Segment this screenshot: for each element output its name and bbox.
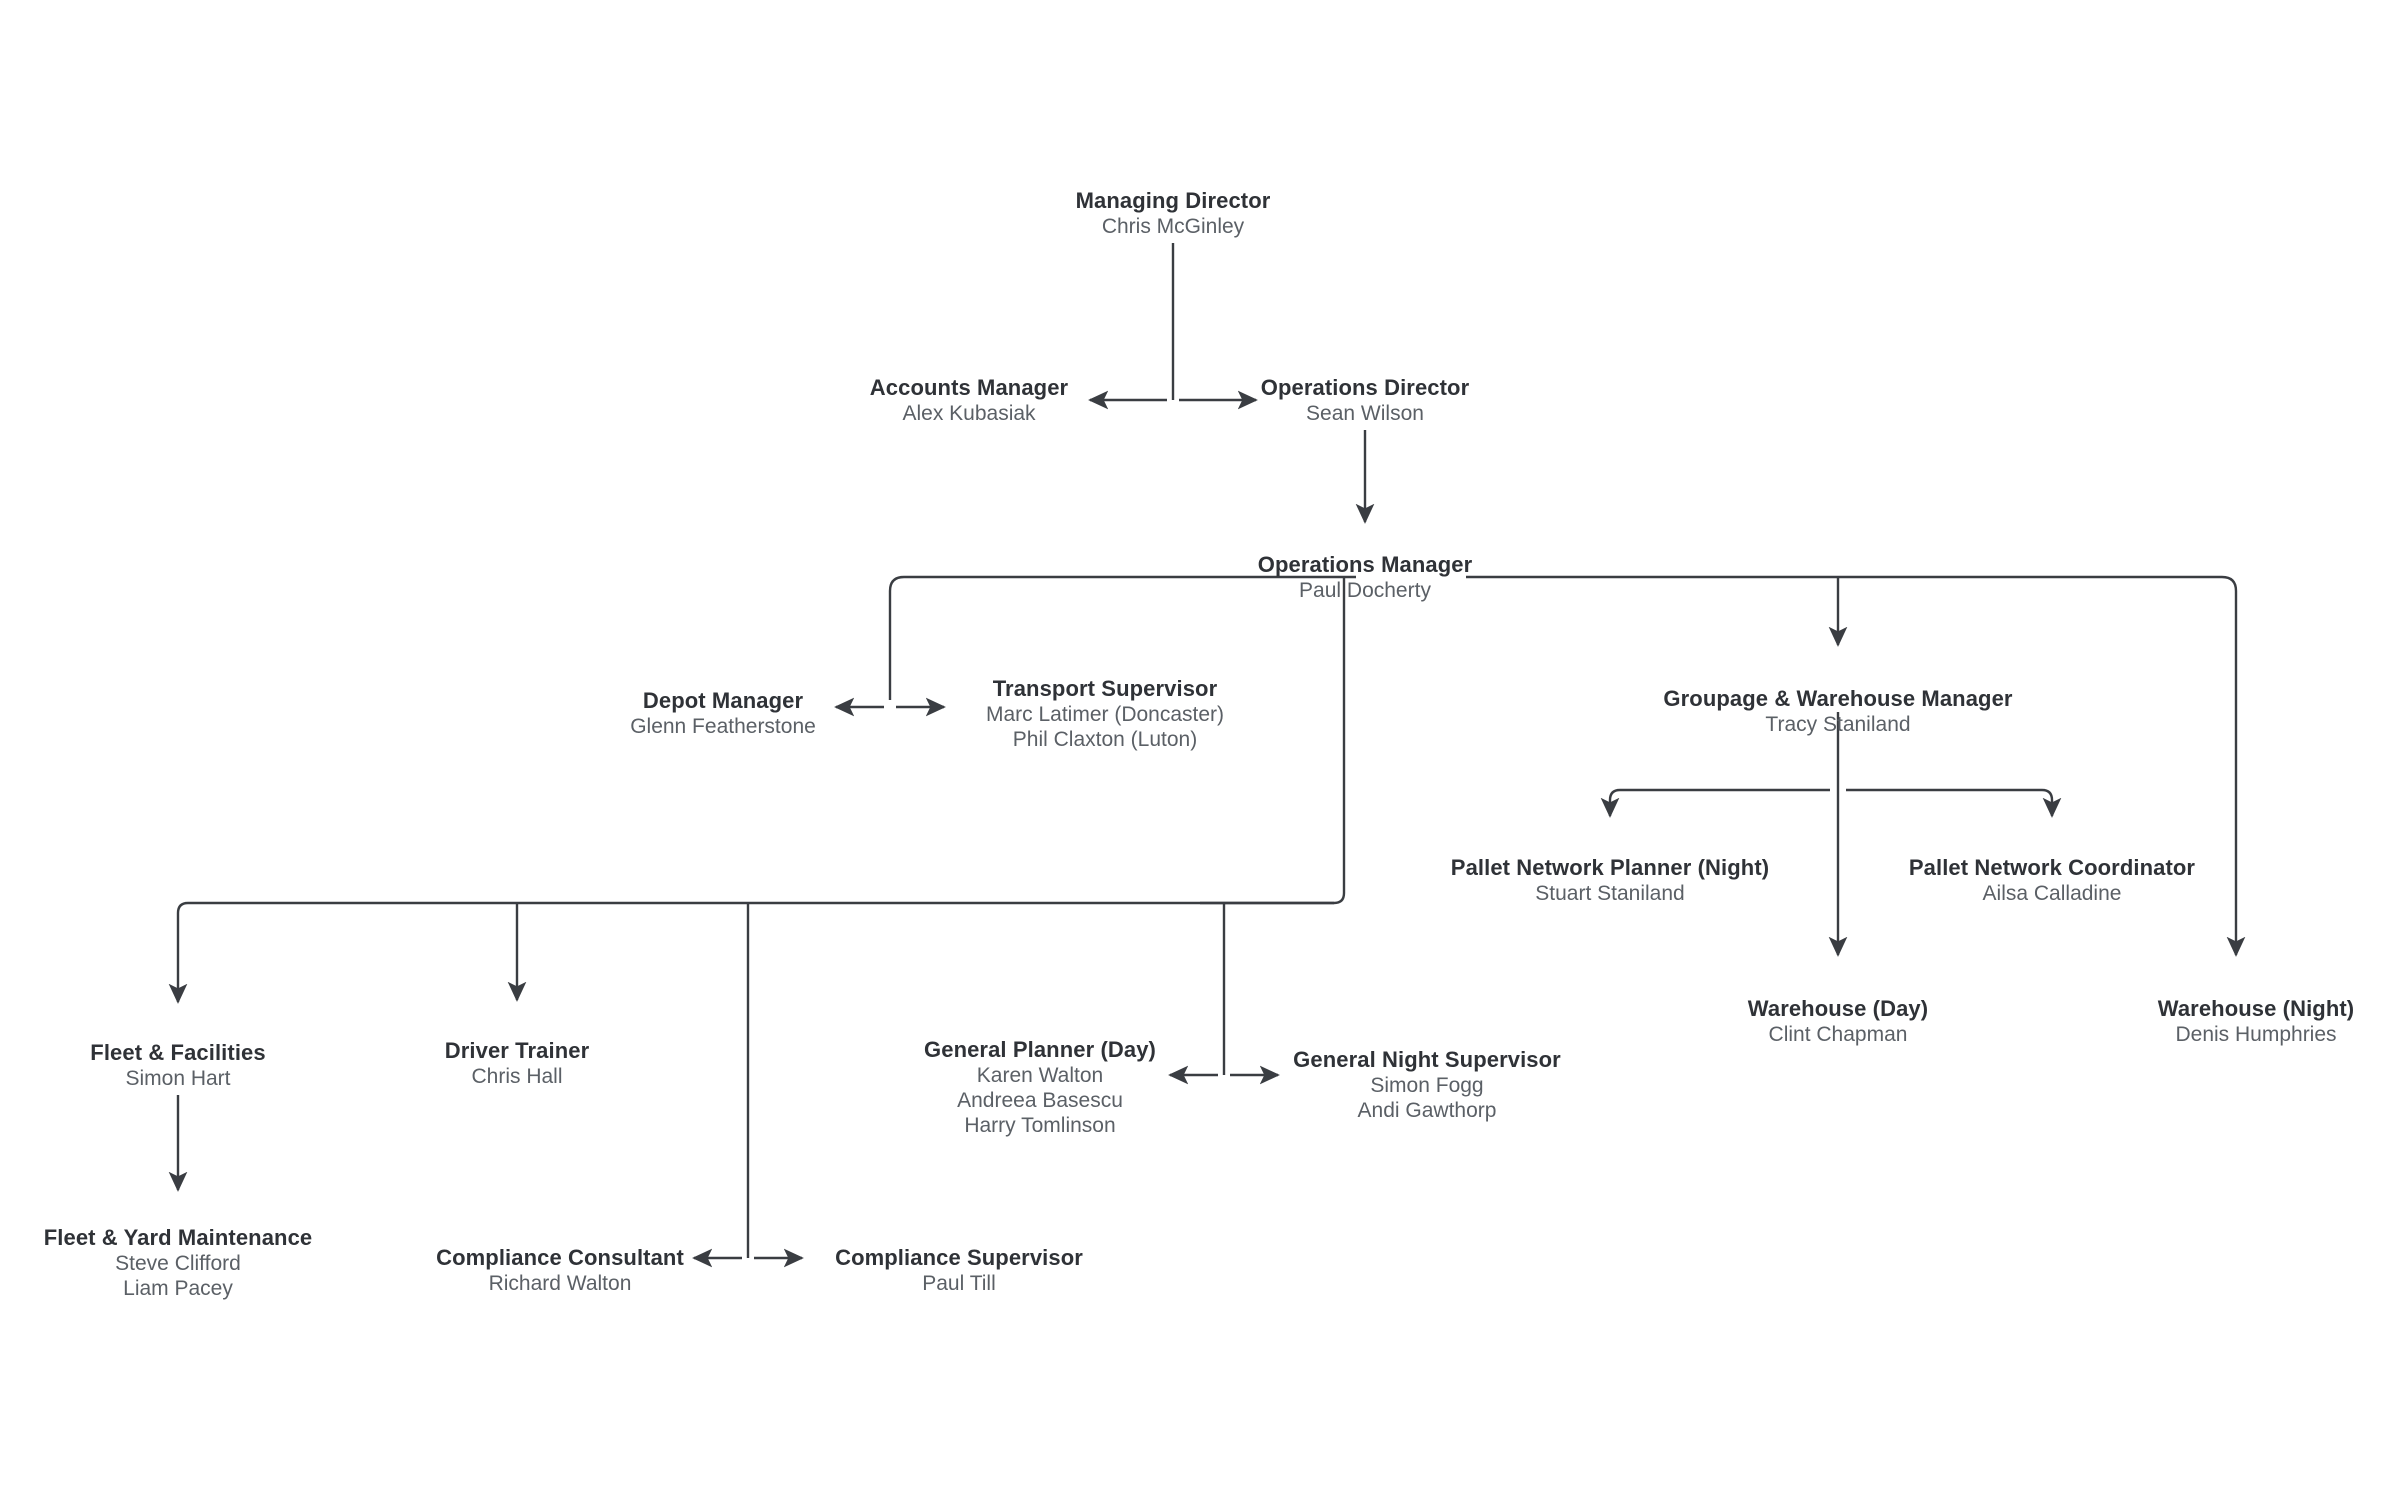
node-title: Groupage & Warehouse Manager <box>1663 686 2013 711</box>
node-managing-director[interactable]: Managing Director Chris McGinley <box>1076 188 1271 239</box>
node-title: General Night Supervisor <box>1293 1047 1561 1072</box>
lower-bus <box>168 901 1334 1004</box>
node-pallet-network-coordinator[interactable]: Pallet Network Coordinator Ailsa Calladi… <box>1909 855 2195 906</box>
node-person: Alex Kubasiak <box>902 402 1036 425</box>
node-person: Tracy Staniland <box>1765 713 1911 736</box>
node-person: Ailsa Calladine <box>1982 882 2122 905</box>
node-warehouse-night[interactable]: Warehouse (Night) Denis Humphries <box>2158 996 2354 1047</box>
node-person: Chris Hall <box>471 1065 563 1088</box>
node-accounts-manager[interactable]: Accounts Manager Alex Kubasiak <box>870 375 1068 426</box>
node-person: Paul Docherty <box>1299 579 1431 602</box>
node-driver-trainer[interactable]: Driver Trainer Chris Hall <box>445 1038 589 1089</box>
node-pallet-network-planner-night[interactable]: Pallet Network Planner (Night) Stuart St… <box>1451 855 1769 906</box>
node-person: Phil Claxton (Luton) <box>1012 728 1198 751</box>
node-title: Compliance Supervisor <box>835 1245 1083 1270</box>
node-title: Driver Trainer <box>444 1038 590 1063</box>
node-title: Warehouse (Day) <box>1747 996 1929 1021</box>
node-person: Richard Walton <box>488 1272 632 1295</box>
node-transport-supervisor[interactable]: Transport Supervisor Marc Latimer (Donca… <box>986 676 1224 752</box>
node-operations-manager[interactable]: Operations Manager Paul Docherty <box>1258 552 1473 603</box>
node-fleet-facilities[interactable]: Fleet & Facilities Simon Hart <box>90 1040 265 1091</box>
node-title: Operations Director <box>1260 375 1470 400</box>
node-title: Fleet & Yard Maintenance <box>43 1225 313 1250</box>
node-person: Glenn Featherstone <box>630 715 816 738</box>
node-operations-director[interactable]: Operations Director Sean Wilson <box>1261 375 1470 426</box>
node-person: Chris McGinley <box>1101 215 1245 238</box>
node-person: Steve Clifford <box>115 1252 241 1275</box>
node-person: Sean Wilson <box>1306 402 1424 425</box>
node-title: Warehouse (Night) <box>2157 996 2355 1021</box>
node-person: Paul Till <box>922 1272 996 1295</box>
node-title: Pallet Network Planner (Night) <box>1450 855 1770 880</box>
node-person: Liam Pacey <box>123 1277 233 1300</box>
node-person: Simon Hart <box>125 1067 231 1090</box>
node-title: Transport Supervisor <box>992 676 1218 701</box>
node-compliance-supervisor[interactable]: Compliance Supervisor Paul Till <box>835 1245 1083 1296</box>
node-title: Pallet Network Coordinator <box>1908 855 2196 880</box>
node-title: Fleet & Facilities <box>90 1040 266 1065</box>
node-person: Marc Latimer (Doncaster) <box>985 703 1225 726</box>
node-person: Karen Walton <box>976 1064 1104 1087</box>
node-title: Managing Director <box>1075 188 1271 213</box>
node-general-planner-day[interactable]: General Planner (Day) Karen Walton Andre… <box>924 1037 1156 1138</box>
node-person: Denis Humphries <box>2175 1023 2337 1046</box>
node-title: Accounts Manager <box>869 375 1069 400</box>
edge-groupage-bus-left <box>1600 788 1830 818</box>
node-title: Compliance Consultant <box>436 1245 684 1270</box>
node-fleet-yard-maintenance[interactable]: Fleet & Yard Maintenance Steve Clifford … <box>44 1225 313 1301</box>
node-title: Depot Manager <box>642 688 804 713</box>
node-title: General Planner (Day) <box>924 1037 1156 1062</box>
node-person: Andi Gawthorp <box>1357 1099 1497 1122</box>
node-person: Andreea Basescu <box>957 1089 1123 1112</box>
node-title: Operations Manager <box>1257 552 1473 577</box>
node-person: Stuart Staniland <box>1535 882 1685 905</box>
node-person: Harry Tomlinson <box>964 1114 1116 1137</box>
node-warehouse-day[interactable]: Warehouse (Day) Clint Chapman <box>1748 996 1928 1047</box>
node-compliance-consultant[interactable]: Compliance Consultant Richard Walton <box>436 1245 684 1296</box>
node-person: Simon Fogg <box>1370 1074 1484 1097</box>
node-groupage-warehouse-manager[interactable]: Groupage & Warehouse Manager Tracy Stani… <box>1663 686 2012 737</box>
node-general-night-supervisor[interactable]: General Night Supervisor Simon Fogg Andi… <box>1293 1047 1561 1123</box>
node-person: Clint Chapman <box>1768 1023 1908 1046</box>
node-depot-manager[interactable]: Depot Manager Glenn Featherstone <box>630 688 816 739</box>
edge-groupage-bus-right <box>1846 788 2062 818</box>
